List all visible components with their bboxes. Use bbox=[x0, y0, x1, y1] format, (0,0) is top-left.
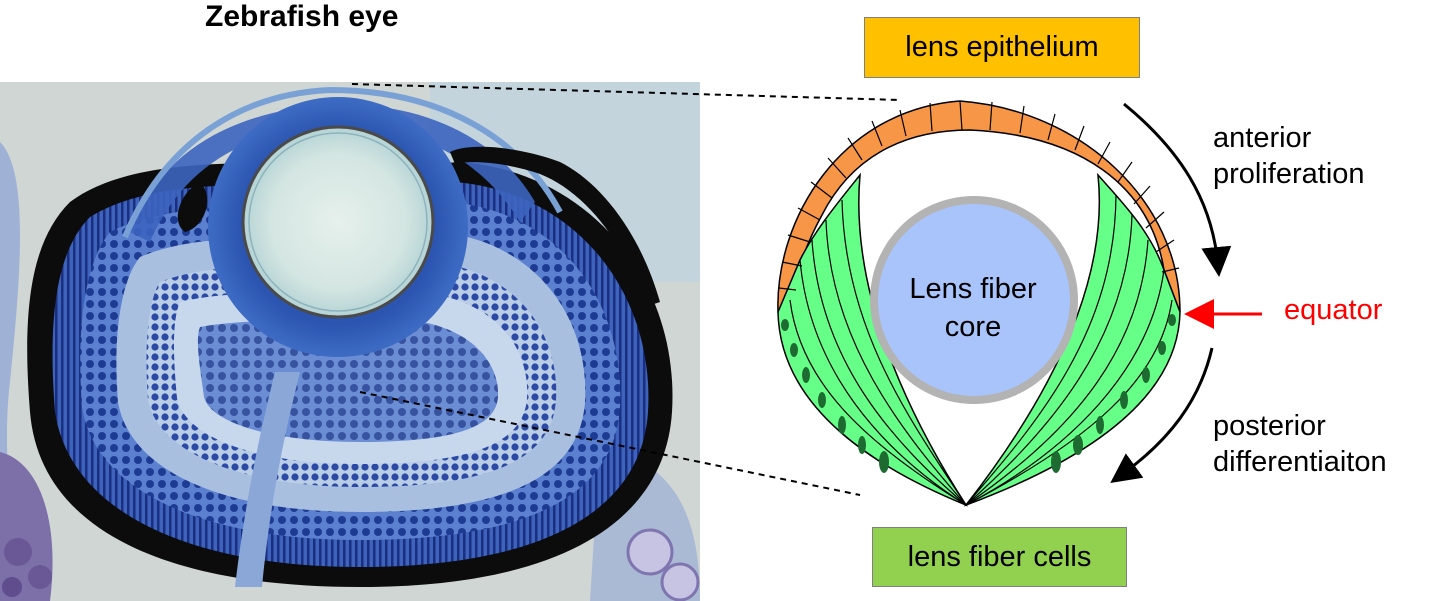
anterior-arrow bbox=[1123, 102, 1232, 277]
core-line-2: core bbox=[944, 311, 1002, 343]
posterior-line: posterior bbox=[1213, 410, 1326, 442]
equator-label: equator bbox=[1284, 294, 1383, 326]
posterior-differentiation-label: posterior differentiaiton bbox=[1213, 408, 1387, 480]
connector-line-bottom bbox=[359, 391, 861, 496]
anterior-proliferation-label: anterior proliferation bbox=[1213, 120, 1365, 192]
lens-fiber-cells bbox=[777, 172, 1181, 507]
core-line-1: Lens fiber bbox=[909, 273, 1037, 305]
lens-epithelium bbox=[777, 100, 1181, 313]
zebrafish-eye-micrograph bbox=[0, 82, 700, 601]
anterior-line: anterior bbox=[1213, 122, 1312, 154]
lens-fiber-core bbox=[878, 204, 1070, 396]
lens-epithelium-label: lens epithelium bbox=[864, 17, 1140, 78]
core-label: Lens fiber core bbox=[885, 270, 1061, 346]
differentiation-line: differentiaiton bbox=[1213, 446, 1387, 478]
lens-fiber-cells-label: lens fiber cells bbox=[872, 527, 1127, 587]
posterior-arrow bbox=[1110, 347, 1214, 484]
connector-line-top bbox=[351, 83, 901, 101]
figure-title: Zebrafish eye bbox=[205, 0, 399, 33]
proliferation-line: proliferation bbox=[1213, 158, 1365, 190]
